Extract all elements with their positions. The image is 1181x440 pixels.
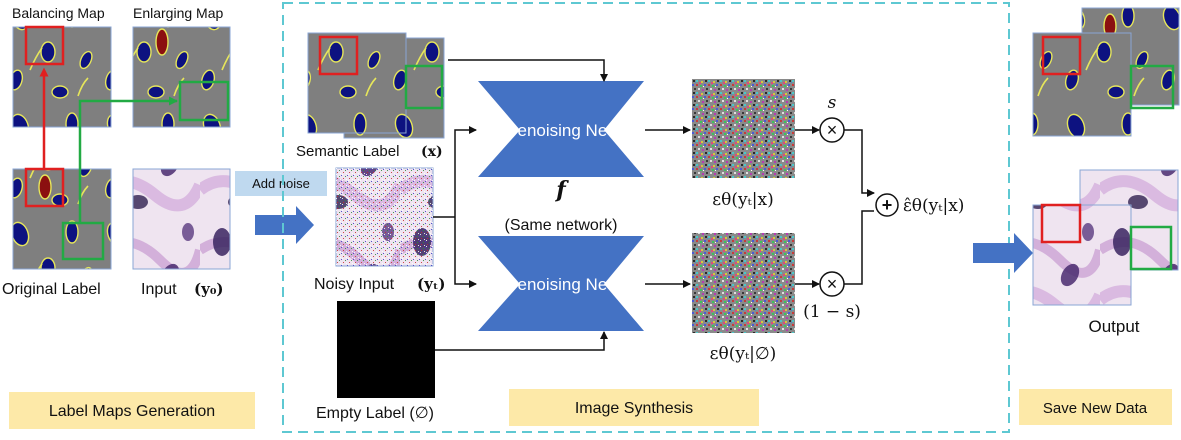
eps-cond-image [692, 79, 795, 178]
image-synthesis-label: Image Synthesis [575, 400, 693, 417]
empty-label-caption: Empty Label (∅) [316, 405, 434, 422]
scale-one-minus-s-label: (1 − s) [803, 302, 861, 322]
empty-to-net-arrow [435, 331, 608, 351]
denoising-net-bottom-label: Denoising Net. [505, 275, 617, 294]
denoising-net-top [478, 81, 644, 177]
denoising-net-top-label: Denoising Net. [505, 121, 617, 140]
semantic-symbol: (x) [421, 144, 443, 160]
bottom-to-sum-line [844, 210, 874, 285]
enlarging-arrow [78, 96, 178, 223]
top-to-sum-arrow [844, 129, 875, 197]
empty-label-image [337, 301, 435, 398]
f-symbol: f [554, 177, 569, 203]
image-synthesis-box [509, 389, 759, 426]
label-maps-generation-box [9, 392, 255, 429]
sum-node [875, 193, 899, 217]
input-image [132, 168, 231, 270]
eps-hat-label: ε̂θ(yₜ|x) [903, 196, 964, 216]
image-synthesis-panel: Semantic Label (x) Noisy Input (yₜ) Empt… [296, 32, 964, 426]
noisy-input-symbol: (yₜ) [417, 275, 445, 293]
semantic-to-net-arrow [448, 59, 608, 82]
noisy-to-top-net-arrow [454, 126, 477, 217]
enlarging-map-image [132, 26, 231, 128]
noisy-input-caption: Noisy Input [314, 276, 395, 293]
save-new-data-box [1019, 389, 1172, 425]
output-map-red-box [1041, 35, 1082, 76]
multiply-sign-bottom: × [827, 274, 838, 294]
balancing-highlight-box [24, 25, 65, 66]
eps-uncond-image [692, 233, 795, 333]
enlarging-highlight-box [178, 80, 230, 122]
input-symbol: (y₀) [194, 280, 223, 298]
semantic-red-box [318, 35, 359, 76]
denoising-net-bottom [478, 236, 644, 331]
save-new-data-label: Save New Data [1043, 400, 1148, 417]
label-maps-panel: Balancing Map Enlarging Map Original Lab… [2, 5, 255, 429]
eps-uncond-label: εθ(yₜ|∅) [710, 344, 777, 364]
enlarging-map-title: Enlarging Map [133, 5, 223, 21]
selected-nucleus-mark [38, 174, 52, 200]
add-noise-arrow [255, 206, 314, 244]
output-caption: Output [1088, 317, 1139, 336]
original-label-caption: Original Label [2, 281, 101, 298]
add-noise-box [235, 171, 327, 196]
sum-sign: + [882, 195, 893, 215]
balancing-map-title: Balancing Map [12, 5, 105, 21]
noisy-to-bottom-net-arrow [454, 217, 477, 288]
same-network-label: (Same network) [505, 217, 618, 234]
input-caption: Input [141, 281, 177, 298]
semantic-green-box [404, 64, 444, 110]
semantic-label-caption: Semantic Label [296, 143, 399, 160]
enlarged-nucleus-mark [155, 28, 169, 56]
multiply-sign-top: × [827, 120, 838, 140]
output-tissue-green-box [1129, 225, 1173, 271]
original-green-box [61, 221, 105, 261]
output-tissue-front-image [1032, 204, 1132, 306]
scale-s-label: s [828, 93, 837, 113]
output-tissue-red-box [1040, 203, 1082, 244]
add-noise-label: Add noise [252, 176, 310, 191]
eps-cond-label: εθ(yₜ|x) [712, 190, 773, 210]
output-arrow [973, 233, 1033, 273]
label-maps-generation-label: Label Maps Generation [49, 403, 215, 420]
noise-overlay [336, 168, 433, 266]
output-map-green-box [1129, 64, 1175, 110]
output-map-front-image [1032, 32, 1132, 137]
output-panel: Output Save New Data [1019, 7, 1180, 425]
